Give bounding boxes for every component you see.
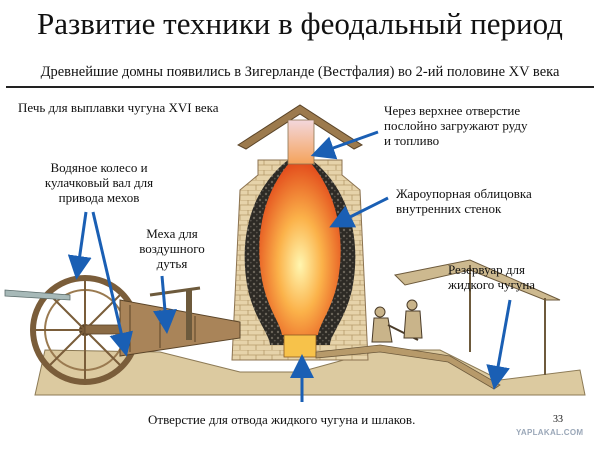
label-top-opening: Через верхнее отверстие послойно загружа… [384, 103, 528, 148]
outlet [283, 334, 317, 358]
label-furnace: Печь для выплавки чугуна XVI века [18, 100, 219, 115]
slide-subtitle: Древнейшие домны появились в Зигерланде … [40, 64, 560, 80]
chimney [287, 119, 315, 165]
flame-interior [259, 160, 341, 335]
label-outlet: Отверстие для отвода жидкого чугуна и шл… [148, 412, 416, 427]
arrow-water-wheel-1 [67, 211, 92, 280]
arrow-water-wheel-2 [91, 211, 133, 357]
slide-title: Развитие техники в феодальный период [37, 6, 563, 41]
bellows [119, 299, 241, 357]
label-reservoir: Резервуар для жидкого чугуна [448, 262, 536, 292]
arrow-bellows [153, 275, 177, 334]
divider [6, 86, 594, 88]
workers [371, 299, 423, 343]
bellows-post [186, 290, 192, 340]
page-number: 33 [553, 414, 563, 425]
label-bellows: Меха для воздушного дутья [139, 226, 205, 271]
arrow-reservoir [486, 299, 512, 390]
watermark: YAPLAKAL.COM [516, 428, 584, 437]
arrow-lining [329, 196, 389, 228]
label-lining: Жароупорная облицовка внутренних стенок [396, 186, 532, 216]
arrow-top-opening [310, 130, 379, 160]
label-water-wheel: Водяное колесо и кулачковый вал для прив… [44, 160, 154, 205]
furnace-canopy [236, 104, 364, 150]
water-channel [4, 289, 71, 301]
